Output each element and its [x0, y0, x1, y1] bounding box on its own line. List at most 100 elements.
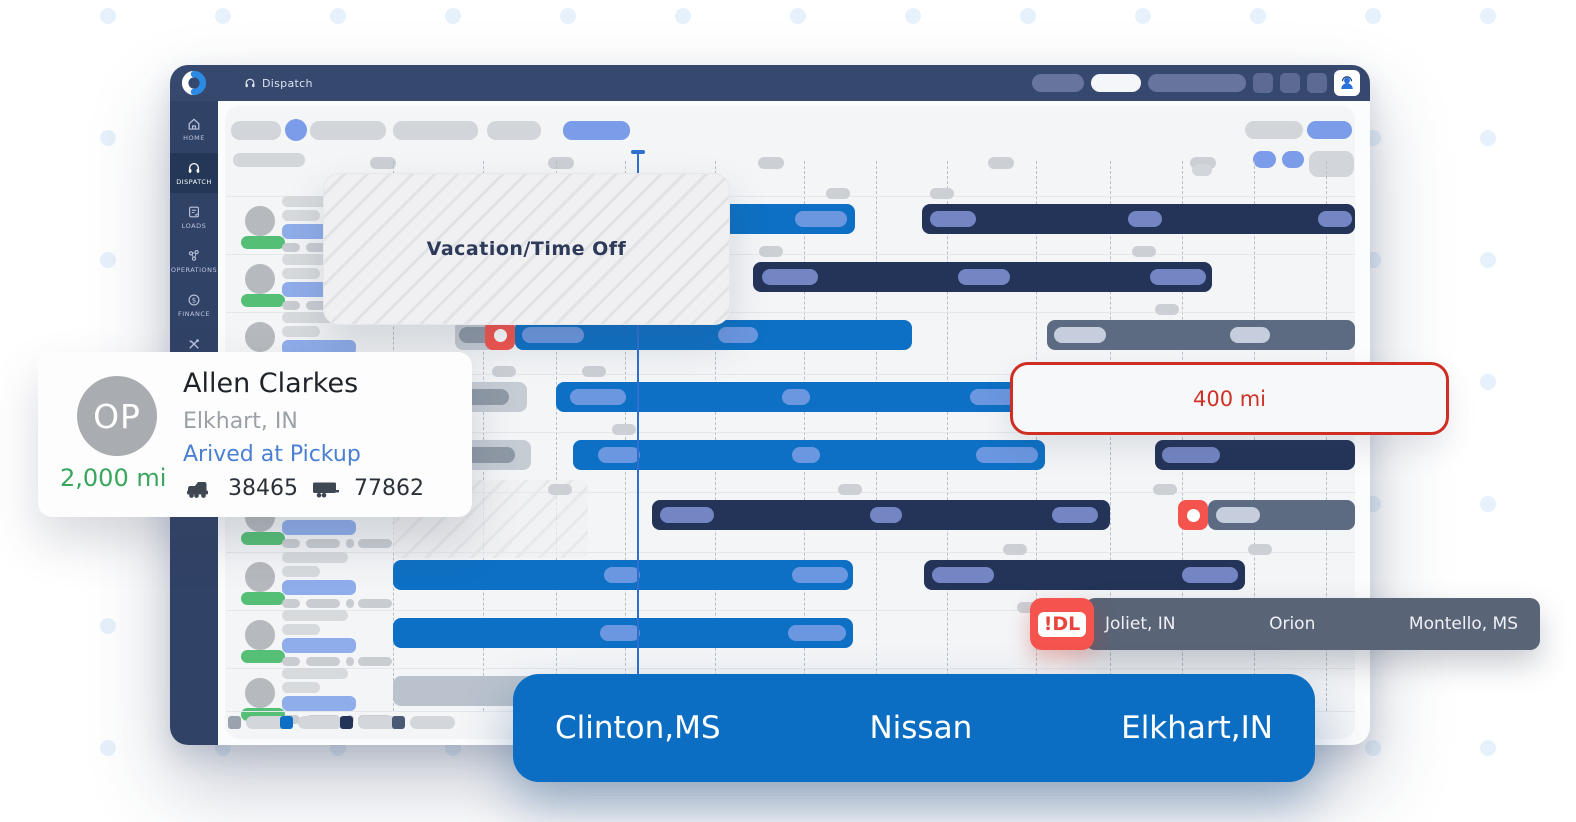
timeline-date-marker [988, 157, 1014, 169]
driver-status-pill [241, 592, 285, 605]
gantt-bar[interactable] [924, 560, 1245, 590]
deadhead-distance-box[interactable]: 400 mi [1010, 362, 1449, 435]
legend-label-pill [358, 716, 403, 729]
toolbar-filter-pill[interactable] [563, 121, 630, 140]
legend-color-swatch [340, 716, 353, 729]
current-time-line [637, 153, 639, 711]
sidebar-item-home[interactable]: HOME [170, 109, 218, 149]
driver-avatar [245, 678, 275, 708]
timeline-gridline [804, 161, 805, 711]
gantt-bar[interactable] [753, 262, 1212, 292]
background-dot [1480, 740, 1496, 756]
driver-skeleton-chip [358, 539, 392, 548]
gantt-bar[interactable] [652, 500, 1110, 530]
toolbar-filter-pill[interactable] [393, 121, 478, 140]
driver-status-pill [241, 236, 285, 249]
driver-skeleton-chip [358, 657, 392, 666]
driver-license-alert-badge[interactable]: !DL [1030, 598, 1094, 650]
sidebar-item-finance[interactable]: $FINANCE [170, 285, 218, 325]
bar-label-marker [612, 424, 636, 435]
timeline-gridline [715, 161, 716, 711]
bar-progress-segment [463, 447, 515, 463]
alert-badge[interactable] [1178, 500, 1208, 530]
row-separator [226, 552, 1355, 553]
bar-progress-segment [660, 507, 714, 523]
sidebar-item-label: HOME [183, 133, 205, 142]
bar-progress-segment [795, 211, 847, 227]
home-icon [187, 117, 201, 131]
driver-avatar [245, 206, 275, 236]
row-separator [226, 610, 1355, 611]
alert-badge[interactable] [485, 320, 515, 350]
toolbar-filter-pill[interactable] [310, 121, 386, 140]
header-square-button-1[interactable] [1253, 73, 1273, 93]
gantt-bar[interactable] [393, 618, 853, 648]
background-dot [1250, 8, 1266, 24]
toolbar-right-pill[interactable] [1192, 164, 1212, 176]
legend-label-pill [298, 716, 343, 729]
bar-progress-segment [459, 327, 493, 343]
load-origin: Joliet, IN [1105, 614, 1176, 634]
gantt-bar[interactable] [1208, 500, 1355, 530]
driver-card[interactable]: OP Allen Clarkes Elkhart, IN Arived at P… [38, 352, 472, 517]
background-dot [1480, 8, 1496, 24]
driver-row[interactable] [218, 552, 392, 608]
equipment-numbers: 38465 77862 [186, 476, 424, 501]
sidebar-item-operations[interactable]: OPERATIONS [170, 241, 218, 281]
load-destination: Montello, MS [1408, 614, 1518, 634]
bar-label-marker [1248, 544, 1272, 555]
gantt-bar[interactable] [922, 204, 1355, 234]
vacation-time-off-block[interactable]: Vacation/Time Off [323, 173, 730, 325]
toolbar-filter-dot[interactable] [285, 119, 307, 141]
driver-skeleton-chip [346, 599, 354, 608]
driver-skeleton-line [282, 254, 348, 265]
driver-row[interactable] [218, 610, 392, 666]
sidebar-item-dispatch[interactable]: DISPATCH [170, 153, 218, 193]
gantt-bar[interactable] [1155, 440, 1355, 470]
toolbar-right-pill[interactable] [1307, 121, 1352, 139]
toolbar-right-pill[interactable] [1245, 121, 1303, 139]
timeline-header-pill [233, 153, 305, 167]
toolbar-filter-pill[interactable] [487, 121, 541, 140]
driver-avatar [245, 264, 275, 294]
driver-skeleton-line [282, 566, 320, 577]
header-pill-button[interactable] [1032, 74, 1084, 92]
sidebar-item-loads[interactable]: LOADS [170, 197, 218, 237]
bar-label-marker [930, 188, 954, 199]
driver-skeleton-line-blue [282, 520, 356, 535]
gantt-bar[interactable] [393, 560, 853, 590]
bar-progress-segment [1128, 211, 1162, 227]
timeline-gridline [1182, 161, 1183, 711]
toolbar-filter-pill[interactable] [231, 121, 281, 140]
header-square-button-2[interactable] [1280, 73, 1300, 93]
toolbar-right-pill[interactable] [1253, 151, 1276, 168]
driver-skeleton-chip [346, 539, 354, 548]
gantt-bar[interactable] [556, 382, 1040, 412]
gantt-bar[interactable] [1047, 320, 1355, 350]
driver-status-pill [241, 294, 285, 307]
bar-progress-segment [976, 447, 1038, 463]
legend-color-swatch [392, 716, 405, 729]
background-dot [675, 8, 691, 24]
safety-icon [187, 337, 201, 351]
header-active-pill-button[interactable] [1091, 74, 1141, 92]
header-wide-pill-button[interactable] [1148, 74, 1246, 92]
toolbar-right-pill[interactable] [1282, 151, 1304, 168]
bar-progress-segment [1052, 507, 1098, 523]
gantt-bar[interactable] [573, 440, 1045, 470]
company-logo-icon [170, 65, 218, 101]
background-dot [445, 8, 461, 24]
gantt-bar[interactable] [515, 320, 912, 350]
toolbar-right-pill[interactable] [1309, 151, 1354, 177]
legend-label-pill [410, 716, 455, 729]
user-avatar-button[interactable] [1334, 70, 1360, 96]
driver-skeleton-chip [346, 657, 354, 666]
driver-skeleton-line-blue [282, 580, 356, 595]
background-dot [100, 740, 116, 756]
trip-shipper: Nissan [869, 710, 973, 746]
trip-summary-pill[interactable]: Clinton,MS Nissan Elkhart,IN [513, 674, 1315, 782]
driver-skeleton-line [282, 210, 320, 221]
header-square-button-3[interactable] [1307, 73, 1327, 93]
load-tooltip[interactable]: Joliet, IN Orion Montello, MS [1085, 598, 1540, 650]
driver-avatar [245, 620, 275, 650]
